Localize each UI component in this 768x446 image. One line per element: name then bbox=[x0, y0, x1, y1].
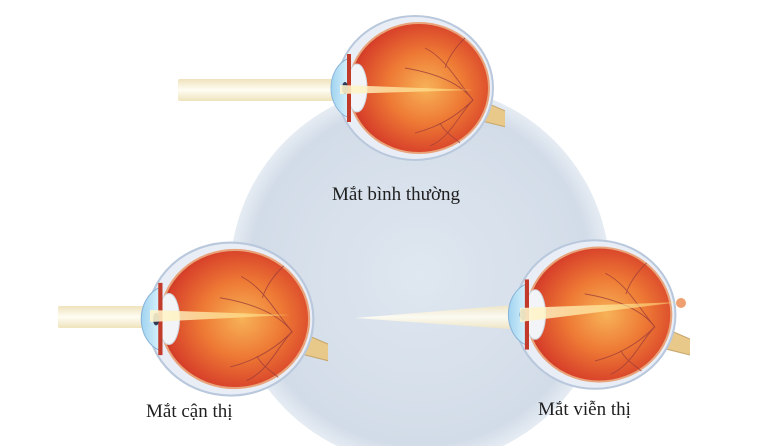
label-myopia: Mắt cận thị bbox=[146, 401, 233, 422]
light-beam-hyperopia bbox=[355, 304, 525, 330]
light-beam-myopia bbox=[58, 306, 158, 328]
light-beam-normal bbox=[178, 79, 338, 101]
hyperopia-eye-illustration bbox=[507, 239, 690, 390]
normal-eye-illustration bbox=[178, 15, 505, 161]
label-normal-eye: Mắt bình thường bbox=[332, 184, 461, 205]
label-hyperopia: Mắt viễn thị bbox=[538, 399, 631, 420]
focus-point bbox=[676, 298, 686, 308]
myopia-eye-illustration bbox=[58, 241, 328, 397]
